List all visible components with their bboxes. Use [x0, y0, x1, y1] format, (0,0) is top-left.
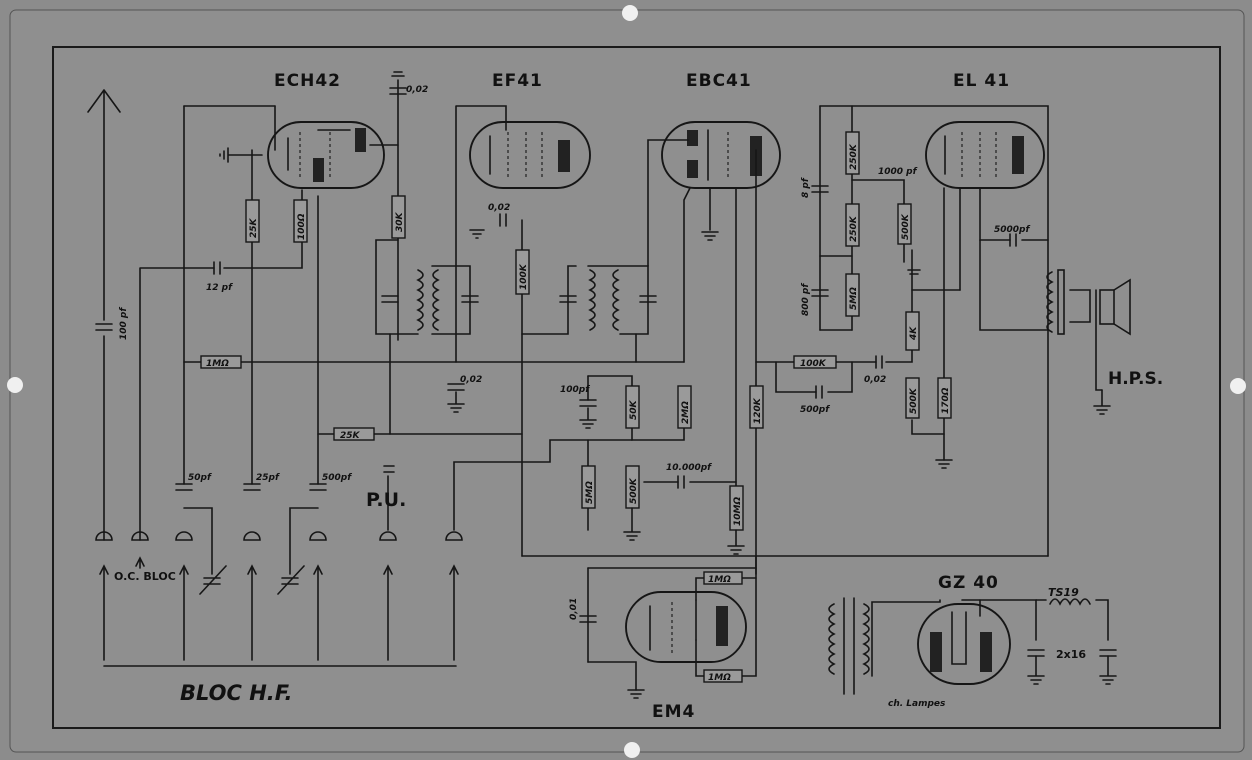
label-hps: H.P.S. — [1108, 369, 1163, 389]
drawing-frame — [52, 46, 1221, 729]
capacitor-label-50pf: 50pf — [188, 473, 212, 483]
speaker-icon — [1099, 278, 1131, 336]
resistor-label-5m-b: 5MΩ — [849, 287, 859, 310]
resistor-label-5m-a: 5MΩ — [585, 481, 595, 504]
label-ts19: TS19 — [1048, 586, 1079, 599]
capacitor-label-5000pf: 5000pf — [994, 225, 1030, 235]
wiring — [87, 79, 1109, 695]
resistor-label-25k-a: 25K — [249, 217, 259, 238]
label-oc-bloc: O.C. BLOC — [114, 570, 176, 583]
resistor-label-100k-ef: 100K — [519, 263, 529, 290]
label-2x16: 2x16 — [1056, 648, 1086, 661]
tube-ef41 — [469, 121, 591, 189]
capacitor-label-002-mid: 0,02 — [460, 375, 482, 385]
resistor-label-1m-em4a: 1MΩ — [708, 575, 731, 585]
variable-capacitors — [183, 507, 319, 595]
capacitor-label-100pf-ant: 100 pf — [119, 307, 129, 340]
resistor-bodies — [200, 131, 952, 683]
capacitor-label-12pf: 12 pf — [206, 283, 233, 293]
resistor-label-500k-tone: 500K — [901, 213, 911, 240]
resistor-label-500k-g: 500K — [909, 387, 919, 414]
resistor-label-1m-em4b: 1MΩ — [708, 673, 731, 683]
tube-gz40 — [917, 603, 1011, 685]
tube-label-ef41: EF41 — [492, 71, 543, 91]
tube-label-ebc41: EBC41 — [686, 71, 752, 91]
resistor-label-100ohm: 100Ω — [297, 213, 307, 240]
input-sockets — [95, 475, 463, 667]
resistor-label-2m: 2MΩ — [681, 401, 691, 424]
capacitor-label-500pf-el: 500pf — [800, 405, 830, 415]
capacitor-label-100pf-det: 100pf — [560, 385, 590, 395]
tube-label-gz40: GZ 40 — [938, 573, 999, 593]
resistor-label-25k-b: 25K — [340, 431, 361, 441]
capacitor-label-25pf: 25pf — [256, 473, 280, 483]
tube-label-ech42: ECH42 — [274, 71, 341, 91]
resistor-label-4k: 4K — [909, 326, 919, 341]
resistor-label-100k-el: 100K — [800, 359, 827, 369]
capacitor-label-8pf: 8 pf — [801, 177, 811, 198]
capacitor-label-002-el: 0,02 — [864, 375, 886, 385]
resistor-label-1m-a: 1MΩ — [206, 359, 229, 369]
tube-em4 — [625, 591, 747, 663]
capacitor-label-800pf: 800 pf — [801, 283, 811, 316]
capacitor-label-002-top: 0,02 — [406, 85, 428, 95]
label-bloc-hf: BLOC H.F. — [180, 681, 292, 705]
resistor-label-30k: 30K — [395, 211, 405, 232]
capacitor-label-001-em4: 0,01 — [569, 598, 579, 620]
tube-label-el41: EL 41 — [953, 71, 1010, 91]
capacitor-label-002-ef: 0,02 — [488, 203, 510, 213]
resistor-label-500k-vol: 500K — [629, 477, 639, 504]
ground-symbols — [219, 147, 1117, 699]
resistor-label-10m: 10MΩ — [733, 497, 743, 526]
paper-card — [9, 9, 1245, 753]
resistor-label-250k-a: 250K — [849, 143, 859, 170]
capacitor-plates — [95, 71, 1117, 657]
if-coils — [416, 269, 1091, 675]
resistor-label-50k: 50K — [629, 399, 639, 420]
tube-label-em4: EM4 — [652, 702, 695, 722]
capacitor-label-500pf-b: 500pf — [322, 473, 352, 483]
resistor-label-170ohm: 170Ω — [941, 387, 951, 414]
tube-el41 — [925, 121, 1045, 189]
capacitor-label-1000pf: 1000 pf — [878, 167, 918, 177]
label-pu: P.U. — [366, 489, 406, 511]
capacitor-label-10000pf: 10.000pf — [666, 463, 712, 473]
label-ch-lampes: ch. Lampes — [888, 699, 946, 709]
card-notches — [7, 5, 1246, 758]
tube-ech42 — [267, 121, 385, 189]
resistor-label-120k: 120K — [753, 397, 763, 424]
resistor-label-250k-b: 250K — [849, 215, 859, 242]
